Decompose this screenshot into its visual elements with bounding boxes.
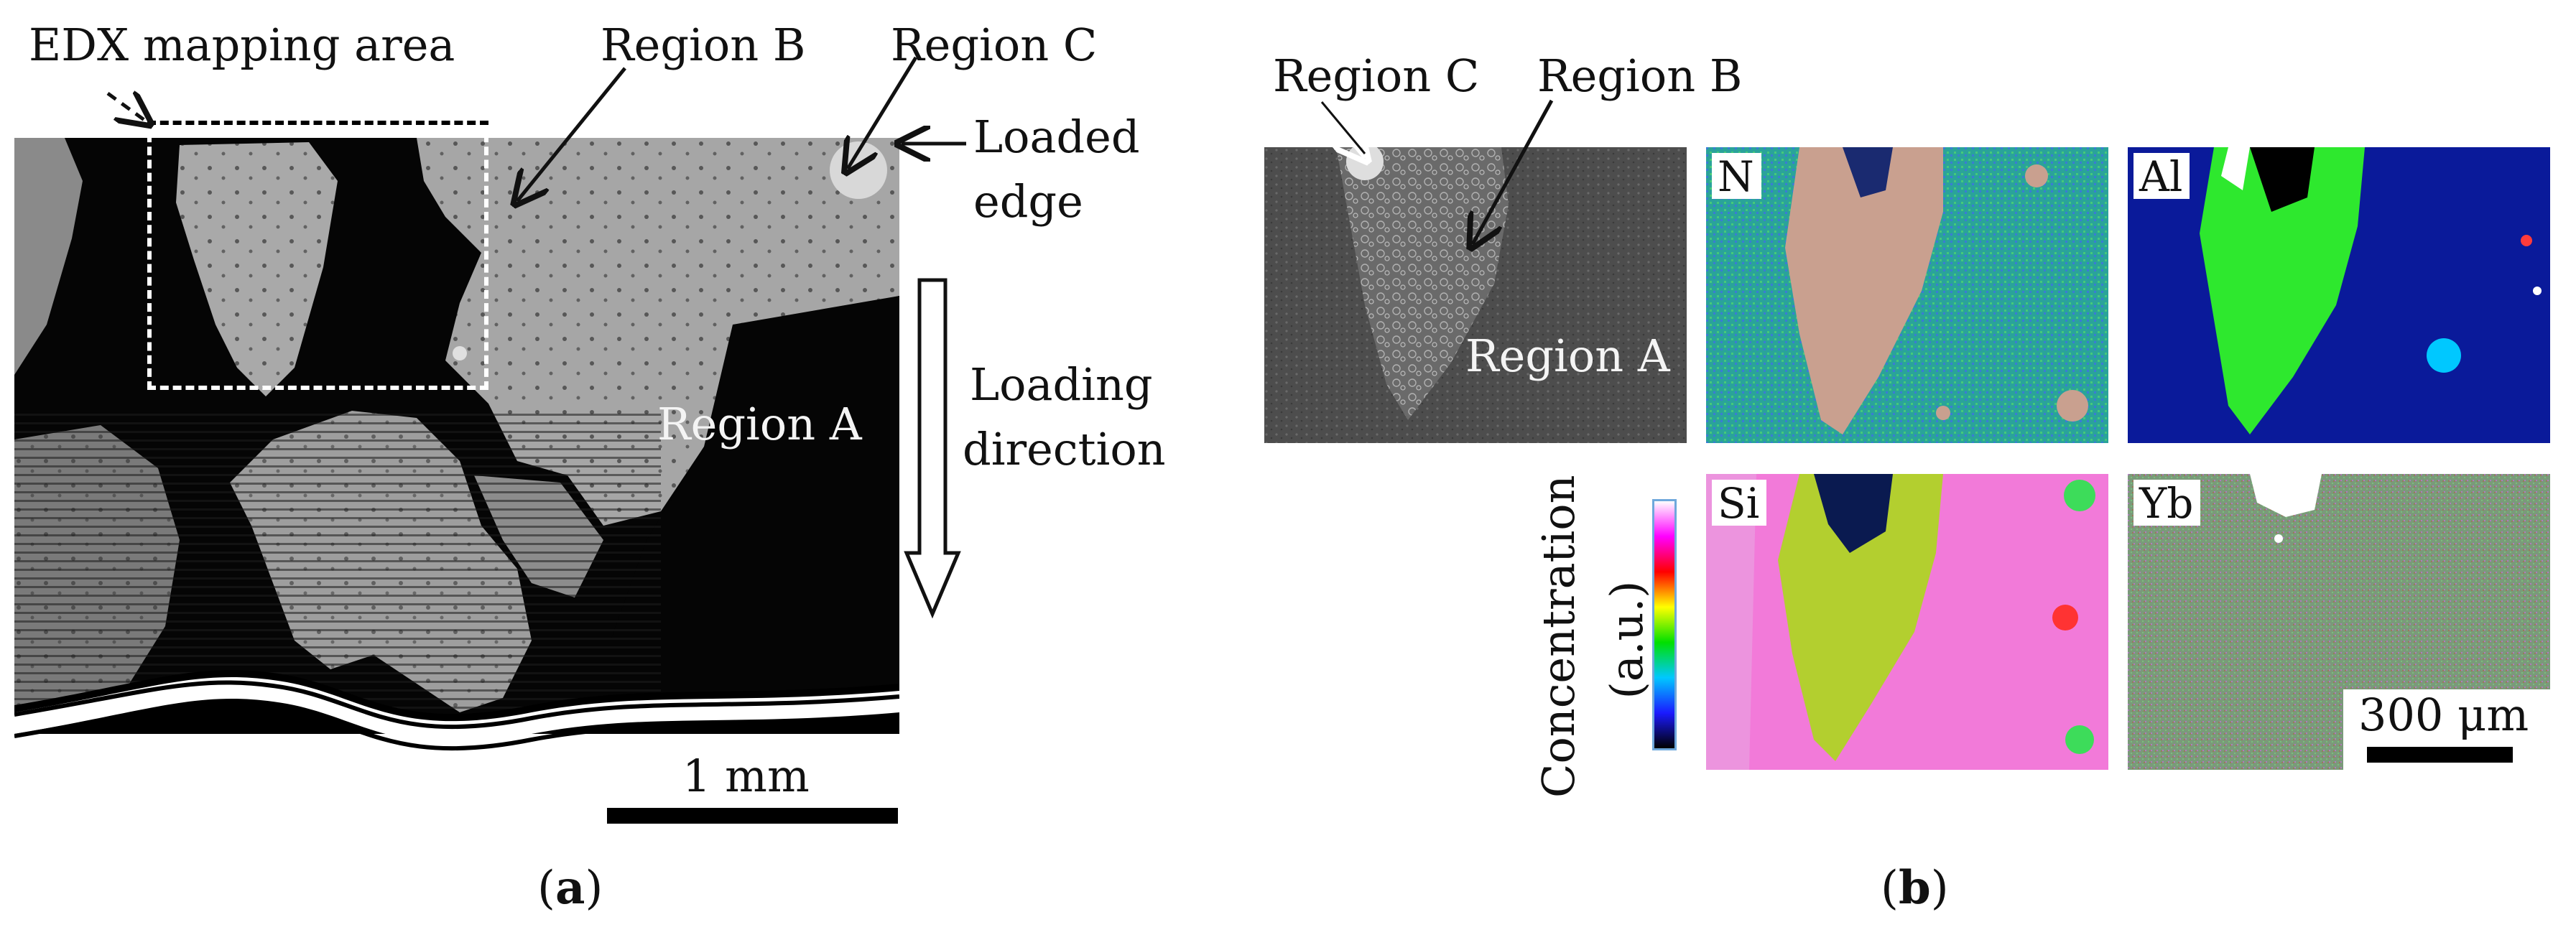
- panel-letter-b: (b): [1881, 861, 1949, 915]
- sem-micrograph-b: [1264, 147, 1687, 443]
- map-label-n: N: [1712, 153, 1761, 199]
- label-region-a-b: Region A: [1465, 330, 1670, 382]
- label-loading-direction-2: direction: [963, 423, 1166, 475]
- annotation-arrows-a: [106, 56, 966, 646]
- scale-bar-a: [607, 808, 898, 824]
- label-loaded-edge-1: Loaded: [973, 111, 1140, 163]
- bottom-edge-curve: [14, 680, 899, 751]
- label-region-c-b: Region C: [1273, 50, 1480, 102]
- edx-map-yb: Yb: [2128, 474, 2550, 770]
- map-label-si: Si: [1712, 480, 1767, 526]
- concentration-colorbar: [1652, 499, 1677, 750]
- annotation-arrows-b: [1320, 99, 1554, 273]
- edx-map-n: N: [1706, 147, 2108, 443]
- map-label-yb: Yb: [2133, 480, 2201, 526]
- label-region-a-a: Region A: [657, 398, 862, 450]
- label-region-b-b: Region B: [1537, 50, 1743, 102]
- map-label-al: Al: [2133, 153, 2190, 199]
- loading-direction-arrow: [904, 278, 961, 619]
- label-region-c-a: Region C: [891, 19, 1098, 71]
- scale-bar-label-b: 300 μm: [2358, 689, 2529, 741]
- scale-bar-label-a: 1 mm: [682, 750, 810, 802]
- label-loading-direction-1: Loading: [970, 358, 1153, 411]
- scale-bar-b: [2367, 747, 2513, 763]
- colorbar-label-line2: (a.u.): [1600, 580, 1653, 699]
- edx-map-al: Al: [2128, 147, 2550, 443]
- label-loaded-edge-2: edge: [973, 175, 1083, 228]
- colorbar-label-line1: Concentration: [1532, 475, 1585, 798]
- label-edx-mapping-area: EDX mapping area: [29, 19, 455, 71]
- label-region-b-a: Region B: [601, 19, 806, 71]
- edx-map-si: Si: [1706, 474, 2108, 770]
- panel-letter-a: (a): [537, 861, 603, 915]
- edx-mapping-rectangle-top: [147, 121, 488, 125]
